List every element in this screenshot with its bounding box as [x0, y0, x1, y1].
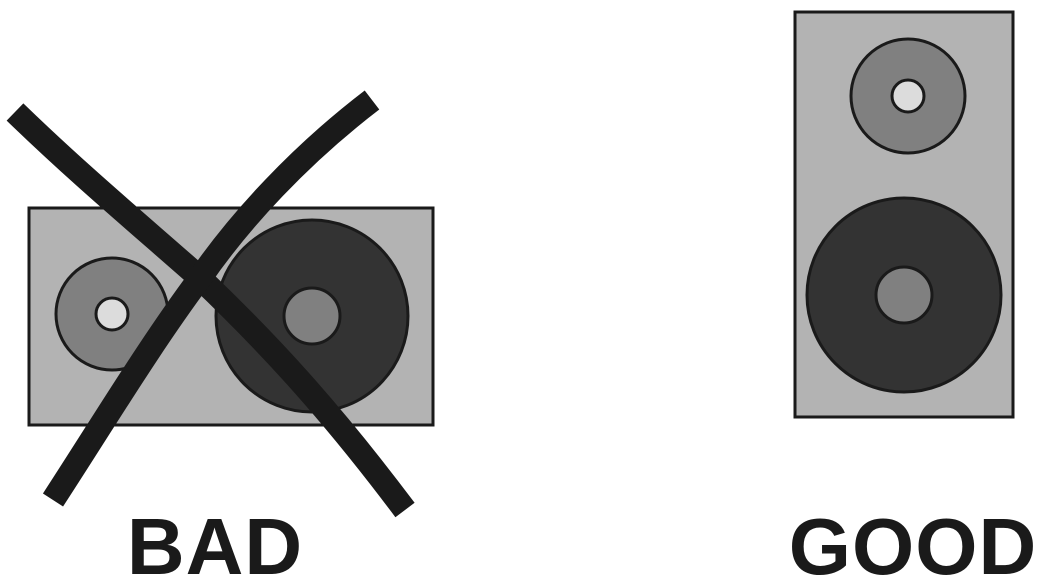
good-speaker-woofer-icon — [807, 198, 1001, 392]
good-speaker — [795, 12, 1013, 417]
good-speaker-tweeter-icon — [851, 39, 965, 153]
bad-label: BAD — [127, 502, 303, 576]
good-label: GOOD — [789, 502, 1037, 576]
